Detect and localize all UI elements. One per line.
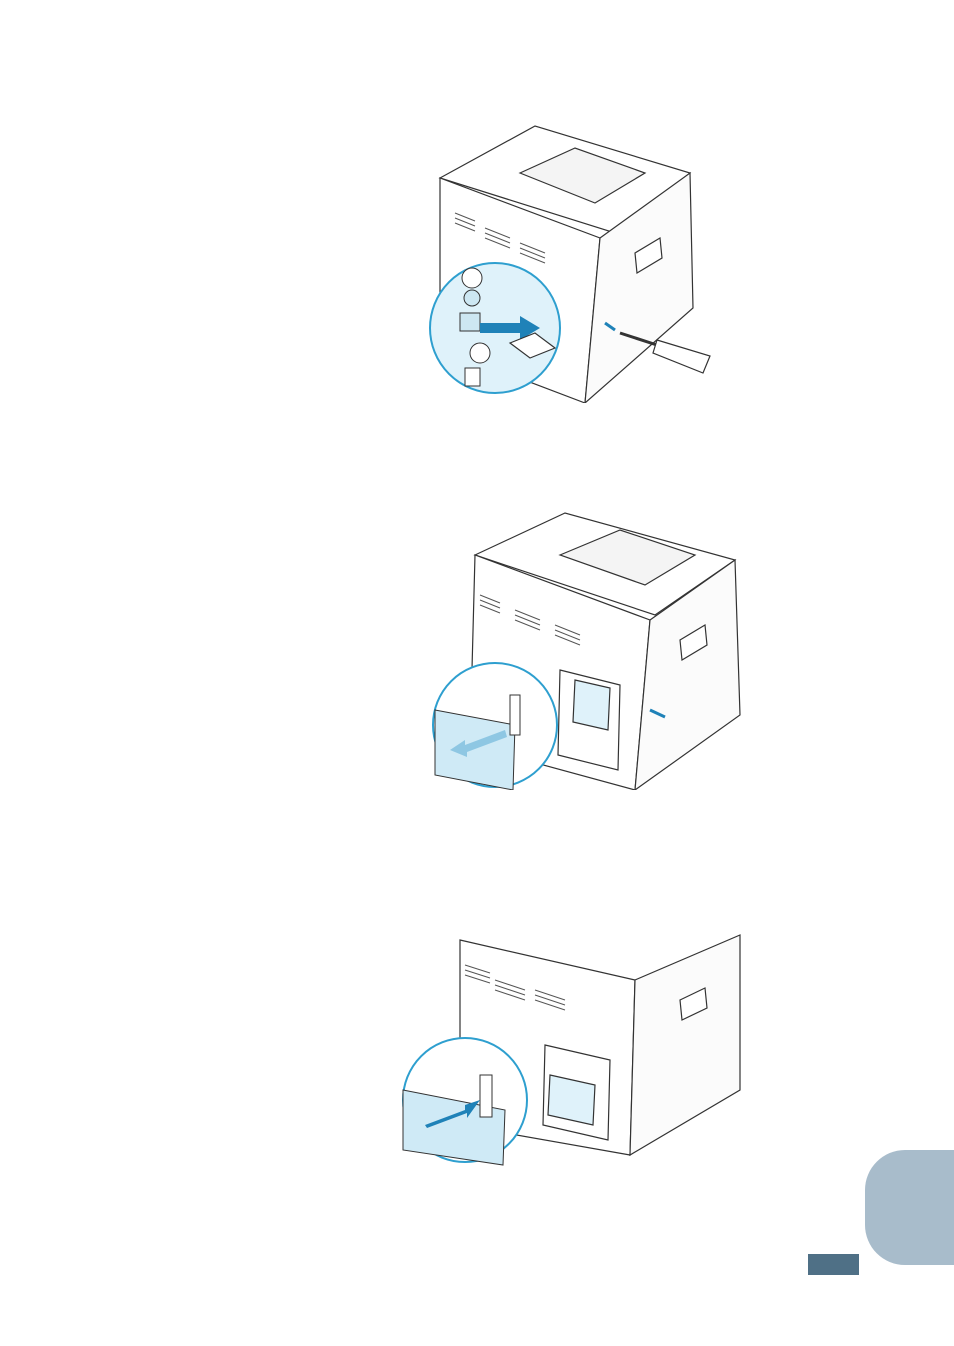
printer-illustration-1 — [425, 118, 725, 403]
printer-rear-remove-screw-illustration — [425, 118, 725, 403]
printer-rear-remove-control-board-cover-illustration — [425, 505, 750, 790]
chapter-tab — [865, 1150, 954, 1265]
printer-illustration-3 — [395, 930, 745, 1170]
printer-illustration-2 — [425, 505, 750, 790]
page-number-box — [808, 1254, 859, 1275]
printer-rear-insert-card-illustration — [395, 930, 745, 1170]
